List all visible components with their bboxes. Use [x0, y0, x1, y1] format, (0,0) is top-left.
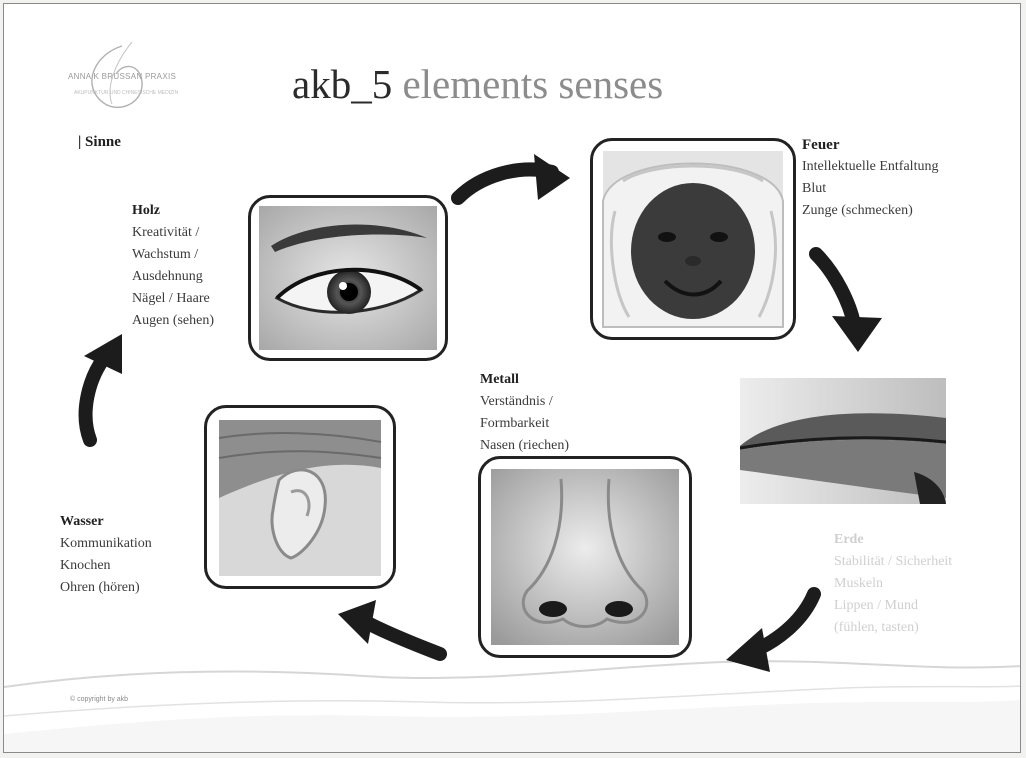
arrow-icon	[756, 594, 814, 650]
arrow-icon	[366, 622, 440, 654]
arrow-icon	[338, 600, 376, 644]
arrow-icon	[832, 316, 882, 352]
copyright-text: © copyright by akb	[70, 696, 128, 703]
cycle-arrows	[4, 4, 1021, 753]
arrow-icon	[816, 254, 854, 324]
arrow-icon	[726, 628, 770, 672]
arrow-icon	[534, 154, 570, 200]
slide: ANNA K BRUSSAN PRAXIS AKUPUNKTUR UND CHI…	[3, 3, 1021, 753]
arrow-icon	[86, 358, 104, 440]
